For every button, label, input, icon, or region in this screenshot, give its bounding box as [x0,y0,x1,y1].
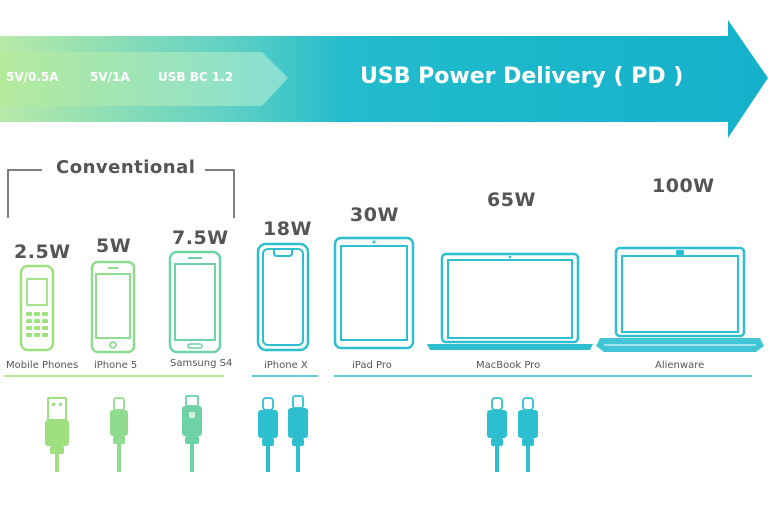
banner-label-5v-0-5a: 5V/0.5A [6,70,59,84]
label-alienware: Alienware [655,360,705,371]
power-iphone-5: 5W [96,235,132,257]
smartphone-icon [168,250,222,354]
usb-c-icon [518,397,538,472]
lightning-connector-icon [288,395,308,472]
label-macbook-pro: MacBook Pro [476,360,541,371]
laptop-icon [427,252,593,350]
power-mobile-phones: 2.5W [14,241,71,263]
smartphone-icon [90,260,136,354]
banner-title: USB Power Delivery ( PD ) [360,64,684,89]
banner-label-5v-1a: 5V/1A [90,70,130,84]
banner-conventional-arrow [0,52,288,106]
smartphone-notch-icon [256,242,310,352]
label-iphone-5: iPhone 5 [94,360,138,371]
usb-a-icon [45,397,69,472]
power-samsung-s4: 7.5W [172,227,229,249]
power-macbook-pro: 65W [487,189,536,211]
banner-main-arrow [0,20,768,138]
label-mobile-phones: Mobile Phones [6,360,79,371]
feature-phone-icon [19,264,55,352]
banner-label-usb-bc: USB BC 1.2 [158,70,234,84]
power-iphone-x: 18W [263,218,312,240]
label-iphone-x: iPhone X [264,360,308,371]
power-alienware: 100W [652,175,715,197]
usb-pd-banner-arrow [0,20,768,138]
usb-c-icon [258,397,278,472]
label-samsung-s4: Samsung S4 [170,358,233,369]
lightning-connector-icon [110,397,128,472]
label-ipad-pro: iPad Pro [352,360,392,371]
conventional-title: Conventional [56,157,196,178]
micro-usb-icon [182,395,202,472]
usb-c-icon [487,397,507,472]
tablet-icon [333,236,415,350]
gaming-laptop-icon [596,246,764,352]
power-ipad-pro: 30W [350,204,399,226]
